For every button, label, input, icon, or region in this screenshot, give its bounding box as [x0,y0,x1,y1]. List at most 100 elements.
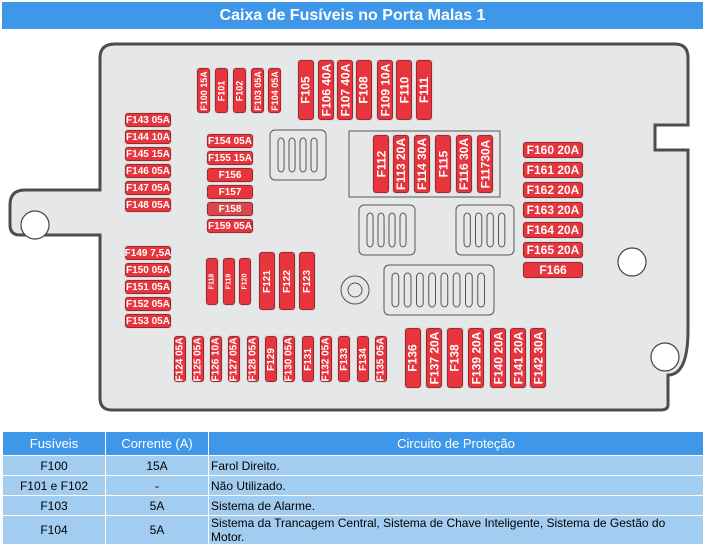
fuse-f108: F108 [356,60,372,120]
circuit-cell: Não Utilizado. [208,475,704,496]
circuit-cell: Sistema de Alarme. [208,495,704,516]
fuse-label: F149 7,5A [124,247,172,259]
current-cell: - [105,475,209,496]
page-title: Caixa de Fusíveis no Porta Malas 1 [2,2,703,29]
fuse-f115: F115 [435,135,451,193]
fuse-label: F137 20A [427,331,442,385]
fuse-f119: F119 [223,258,235,305]
fuse-label: F107 40A [338,63,353,117]
fuse-label: F121 [261,269,273,293]
fuse-f104: F104 05A [268,68,281,113]
fuse-label: F102 [234,80,245,101]
fuse-f150: F150 05A [125,263,171,277]
fuse-f118: F118 [206,258,218,305]
fuse-f143: F143 05A [125,113,171,127]
fuse-label: F113 20A [394,137,409,191]
fuse-label: F139 20A [469,331,484,385]
fuse-label: F148 05A [126,199,170,211]
fuse-label: F142 30A [531,331,546,385]
fuse-label: F145 15A [126,148,170,160]
fuse-f153: F153 05A [125,314,171,328]
fuse-table: Fusíveis Corrente (A) Circuito de Proteç… [2,431,704,545]
fuse-label: F104 05A [269,70,280,111]
fuse-cell: F103 [2,495,106,516]
fuse-label: F106 40A [319,63,334,117]
fuse-label: F160 20A [526,143,580,157]
col-header-current: Corrente (A) [105,431,209,456]
fuse-f151: F151 05A [125,280,171,294]
fuse-label: F115 [436,150,451,178]
col-header-circuit: Circuito de Proteção [208,431,704,456]
fuse-label: F146 05A [126,165,170,177]
fuse-box-outline [8,42,690,412]
fuse-f11730a: F11730A [477,135,493,193]
fuse-label: F126 10A [210,337,222,381]
fuse-label: F132 05A [320,337,332,381]
fuse-label: F128 05A [247,337,259,381]
mounting-hole [650,342,680,372]
fuse-f133: F133 [338,336,350,382]
fuse-f157: F157 [207,185,253,199]
fuse-label: F158 [218,203,242,215]
fuse-f113: F113 20A [393,135,409,193]
fuse-f103: F103 05A [251,68,264,113]
fuse-label: F152 05A [126,298,170,310]
fuse-f114: F114 30A [414,135,430,193]
fuse-cell: F104 [2,515,106,545]
fuse-label: F108 [357,76,372,104]
col-header-fuses: Fusíveis [2,431,106,456]
fuse-label: F125 05A [192,337,204,381]
fuse-f130: F130 05A [283,336,295,382]
fuse-label: F138 [448,344,463,372]
fuse-label: F129 [265,347,277,371]
fuse-label: F101 [216,80,227,101]
fuse-f139: F139 20A [468,328,484,388]
fuse-f129: F129 [265,336,277,382]
fuse-f102: F102 [233,68,246,113]
fuse-label: F156 [218,169,242,181]
fuse-f132: F132 05A [320,336,332,382]
fuse-label: F103 05A [252,70,263,111]
fuse-label: F157 [218,186,242,198]
mounting-hole [617,247,647,277]
fuse-label: F153 05A [126,315,170,327]
fuse-f124: F124 05A [174,336,186,382]
fuse-f142: F142 30A [530,328,546,388]
fuse-f152: F152 05A [125,297,171,311]
fuse-label: F123 [301,269,313,293]
fuse-label: F109 10A [378,63,393,117]
fuse-label: F11730A [478,139,493,189]
current-cell: 5A [105,515,209,545]
fuse-f131: F131 [302,336,314,382]
fuse-label: F162 20A [526,183,580,197]
fuse-f146: F146 05A [125,164,171,178]
fuse-label: F166 [539,263,567,277]
fuse-f158: F158 [207,202,253,216]
fuse-label: F164 20A [526,223,580,237]
fuse-label: F150 05A [126,264,170,276]
fuse-f123: F123 [299,252,315,310]
fuse-label: F112 [374,150,389,178]
fuse-label: F131 [302,347,314,371]
fuse-f125: F125 05A [192,336,204,382]
fuse-label: F124 05A [174,337,186,381]
fuse-f149: F149 7,5A [125,246,171,260]
fuse-f155: F155 15A [207,151,253,165]
fuse-label: F144 10A [126,131,170,143]
fuse-f140: F140 20A [490,328,506,388]
fuse-label: F114 30A [415,137,430,191]
fuse-f164: F164 20A [523,222,583,238]
fuse-label: F134 [357,347,369,371]
fuse-label: F127 05A [228,337,240,381]
fuse-f105: F105 [298,60,314,120]
fuse-cell: F100 [2,455,106,476]
circuit-cell: Sistema da Trancagem Central, Sistema de… [208,515,704,545]
fuse-label: F161 20A [526,163,580,177]
fuse-label: F136 [406,344,421,372]
fuse-f136: F136 [405,328,421,388]
fuse-label: F111 [417,76,431,104]
